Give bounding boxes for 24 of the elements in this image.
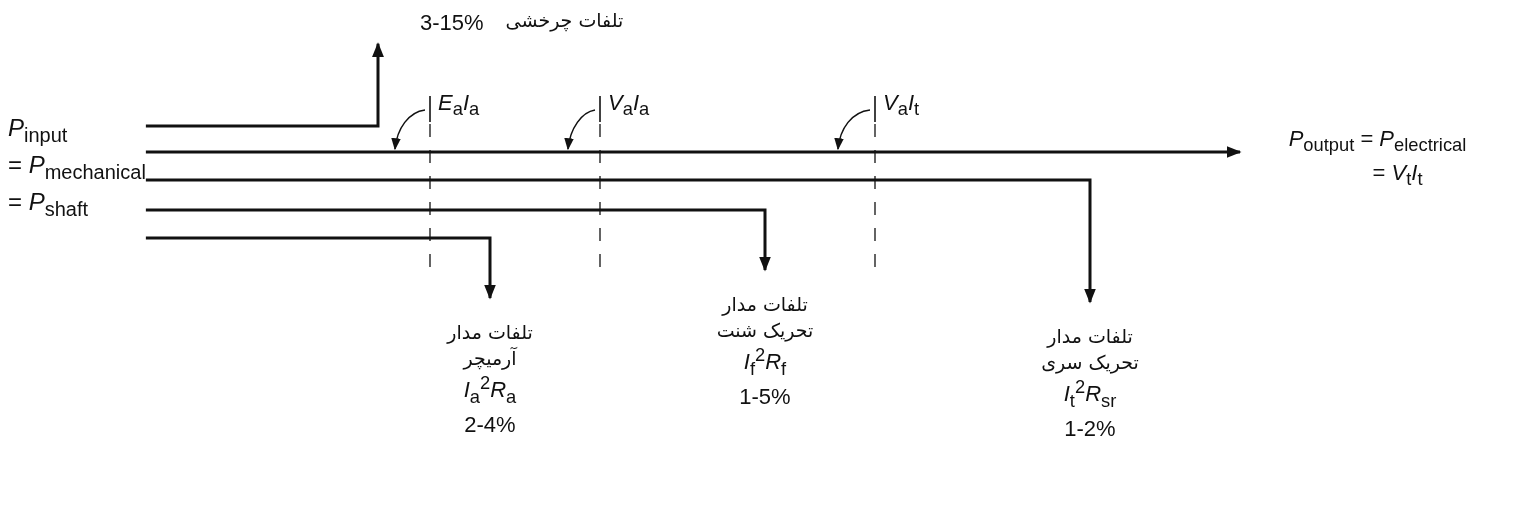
- percent-label: 1-5%: [738, 382, 792, 411]
- loss-caption: تلفات مدار تحریک شنت: [715, 292, 815, 344]
- input-label: = P$_{mechanical}$: [8, 149, 146, 185]
- loss-caption: تلفات چرخشی: [505, 8, 624, 34]
- loss-label: I$_{f}$$^{2}$R$_{f}$: [742, 343, 788, 381]
- loss-label: I$_{a}$$^{2}$R$_{a}$: [462, 371, 518, 409]
- formula-label: E$_{a}$I$_{a}$: [438, 90, 480, 121]
- input-label: P$_{input}$: [8, 113, 69, 148]
- loss-label: I$_{t}$$^{2}$R$_{sr}$: [1062, 375, 1118, 413]
- arrow: [145, 42, 384, 128]
- percent-label: 1-2%: [1063, 414, 1117, 443]
- formula-label: V$_{a}$I$_{t}$: [883, 90, 920, 121]
- formula-label: V$_{a}$I$_{a}$: [608, 90, 650, 121]
- loss-caption: تلفات مدار آرمیچر: [445, 320, 534, 372]
- loss-caption: تلفات مدار تحریک سری: [1040, 324, 1140, 376]
- arrow: [145, 208, 771, 272]
- percent-label: 3-15%: [420, 9, 484, 37]
- output-label: P$_{output}$ = P$_{electrical}$: [1287, 125, 1468, 158]
- arrow: [145, 236, 496, 300]
- arrow: [145, 146, 1242, 158]
- output-label: = V$_{t}$I$_{t}$: [1371, 159, 1424, 192]
- percent-label: 2-4%: [463, 410, 517, 439]
- input-label: = P$_{shaft}$: [8, 186, 90, 222]
- arrow: [145, 178, 1096, 304]
